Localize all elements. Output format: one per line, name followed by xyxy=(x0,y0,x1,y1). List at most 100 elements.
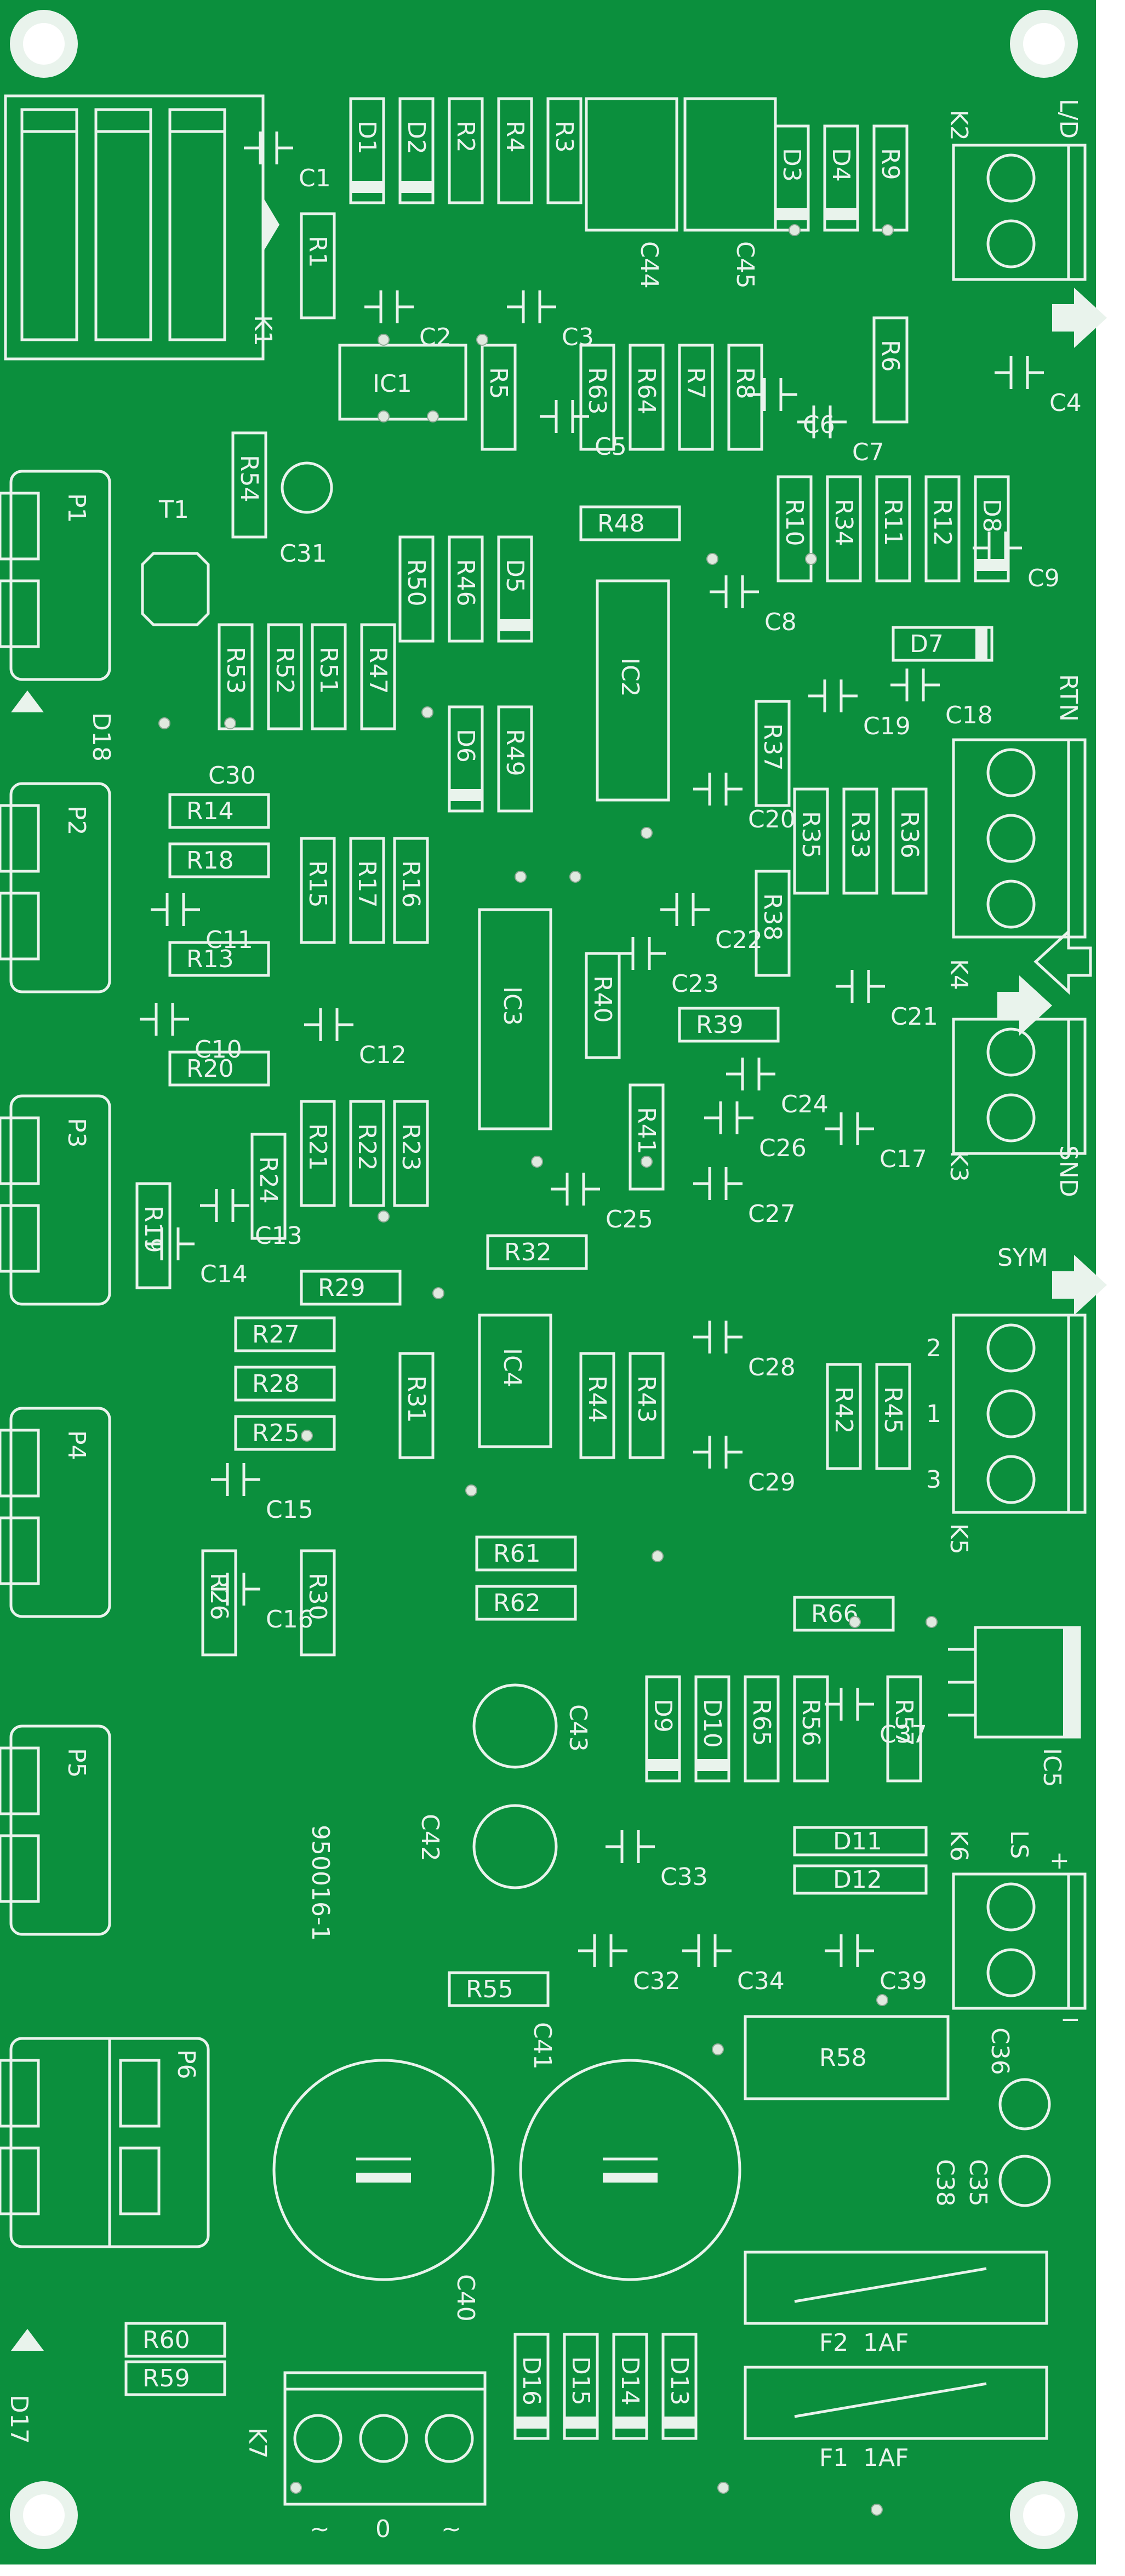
mounting-hole xyxy=(10,10,78,78)
ref-d3: D3 xyxy=(778,148,806,182)
resistor-r45-footprint xyxy=(875,1363,911,1470)
resistor-r14-footprint xyxy=(168,793,270,829)
via-pad xyxy=(378,334,390,346)
ref-d9: D9 xyxy=(649,1699,677,1733)
arrow-left-icon xyxy=(1033,928,1092,995)
ref-ic4: IC4 xyxy=(498,1348,526,1387)
k6-plus: + xyxy=(1049,1847,1070,1875)
capacitor-c25-footprint xyxy=(551,1173,600,1206)
ref-r54: R54 xyxy=(235,455,263,502)
resistor-r59-footprint xyxy=(124,2360,226,2396)
resistor-r33-footprint xyxy=(842,787,878,895)
ref-r22: R22 xyxy=(353,1123,381,1171)
via-pad xyxy=(515,871,527,883)
diode-d14-footprint xyxy=(612,2333,648,2440)
ref-r52: R52 xyxy=(271,647,299,694)
transistor-t1-footprint xyxy=(141,552,210,626)
ref-d1: D1 xyxy=(353,121,381,155)
resistor-r65-footprint xyxy=(744,1675,780,1783)
capacitor-c20-footprint xyxy=(693,773,743,806)
capacitor-c28-footprint xyxy=(693,1321,743,1353)
resistor-r57-footprint xyxy=(886,1675,922,1783)
resistor-r32-footprint xyxy=(486,1234,588,1270)
ref-r36: R36 xyxy=(895,811,923,859)
diode-d1-footprint xyxy=(349,97,385,204)
diode-d13-footprint xyxy=(661,2333,698,2440)
arrow-right-icon xyxy=(1052,288,1107,348)
ref-c1: C1 xyxy=(299,164,331,192)
resistor-r25-footprint xyxy=(234,1415,336,1451)
ref-c25: C25 xyxy=(606,1206,653,1233)
ref-k3: K3 xyxy=(945,1151,973,1182)
fuse-f2-rating: 1AF xyxy=(863,2329,909,2357)
k5-label: SYM xyxy=(997,1244,1048,1272)
capacitor-c42-footprint xyxy=(472,1804,558,1889)
ref-r64: R64 xyxy=(632,367,660,415)
resistor-r35-footprint xyxy=(793,787,829,895)
ref-c13: C13 xyxy=(255,1222,302,1250)
via-pad xyxy=(301,1430,313,1442)
resistor-r58-footprint xyxy=(744,2015,950,2100)
ref-k7: K7 xyxy=(243,2428,271,2459)
pot-p4-footprint xyxy=(0,1407,111,1618)
resistor-r2-footprint xyxy=(448,97,484,204)
diode-d14-cathode-band xyxy=(614,2417,647,2429)
ref-c11: C11 xyxy=(205,926,253,954)
ref-r48: R48 xyxy=(597,510,645,538)
capacitor-c18-footprint xyxy=(890,669,940,701)
ref-r58: R58 xyxy=(819,2044,867,2072)
diode-d7-cathode-band xyxy=(975,627,987,660)
resistor-r23-footprint xyxy=(393,1100,429,1207)
capacitor-c34-footprint xyxy=(682,1934,732,1967)
via-pad xyxy=(652,1550,664,1562)
ref-r13: R13 xyxy=(186,945,234,973)
resistor-r24-footprint xyxy=(250,1133,287,1240)
ref-c2: C2 xyxy=(419,323,452,351)
diode-d4-footprint xyxy=(823,124,859,232)
ref-c43: C43 xyxy=(564,1704,592,1752)
ref-c4: C4 xyxy=(1049,389,1082,417)
ref-r14: R14 xyxy=(186,797,234,825)
resistor-r47-footprint xyxy=(360,623,396,730)
ref-c36: C36 xyxy=(986,2027,1014,2075)
ref-r30: R30 xyxy=(304,1573,332,1620)
ref-c35: C35 xyxy=(964,2159,992,2207)
resistor-r53-footprint xyxy=(218,623,254,730)
ref-r53: R53 xyxy=(221,647,249,694)
ref-c8: C8 xyxy=(764,608,797,636)
ref-c12: C12 xyxy=(359,1041,407,1069)
terminal-k6-footprint xyxy=(952,1872,1087,2010)
resistor-r5-footprint xyxy=(481,344,517,451)
capacitor-c2-footprint xyxy=(364,290,414,323)
capacitor-c21-footprint xyxy=(836,970,885,1003)
resistor-r43-footprint xyxy=(629,1352,665,1459)
ref-k2: K2 xyxy=(945,110,973,141)
capacitor-c10-footprint xyxy=(140,1003,189,1036)
ref-r47: R47 xyxy=(364,647,392,694)
capacitor-c19-footprint xyxy=(808,679,858,712)
via-pad xyxy=(871,2504,883,2516)
capacitor-c32-footprint xyxy=(578,1934,627,1967)
fuse-f2-footprint xyxy=(744,2251,1048,2325)
diode-d8-cathode-band xyxy=(975,559,1008,571)
ref-r62: R62 xyxy=(493,1589,541,1617)
via-pad xyxy=(427,410,439,422)
capacitor-c3-footprint xyxy=(507,290,556,323)
ref-d12: D12 xyxy=(833,1866,882,1894)
ref-c3: C3 xyxy=(562,323,594,351)
resistor-r13-footprint xyxy=(168,941,270,977)
capacitor-c12-footprint xyxy=(304,1008,353,1041)
ref-c26: C26 xyxy=(759,1134,807,1162)
ref-r56: R56 xyxy=(797,1699,825,1746)
resistor-r16-footprint xyxy=(393,837,429,944)
via-pad xyxy=(926,1616,938,1628)
resistor-r41-footprint xyxy=(629,1083,665,1191)
via-pad xyxy=(476,334,488,346)
ref-r7: R7 xyxy=(682,367,710,399)
resistor-r63-footprint xyxy=(579,344,615,451)
resistor-r11-footprint xyxy=(875,475,911,582)
ref-r18: R18 xyxy=(186,847,234,875)
capacitor-c24-footprint xyxy=(726,1058,775,1090)
ref-c18: C18 xyxy=(945,701,993,729)
resistor-r40-footprint xyxy=(585,952,621,1059)
